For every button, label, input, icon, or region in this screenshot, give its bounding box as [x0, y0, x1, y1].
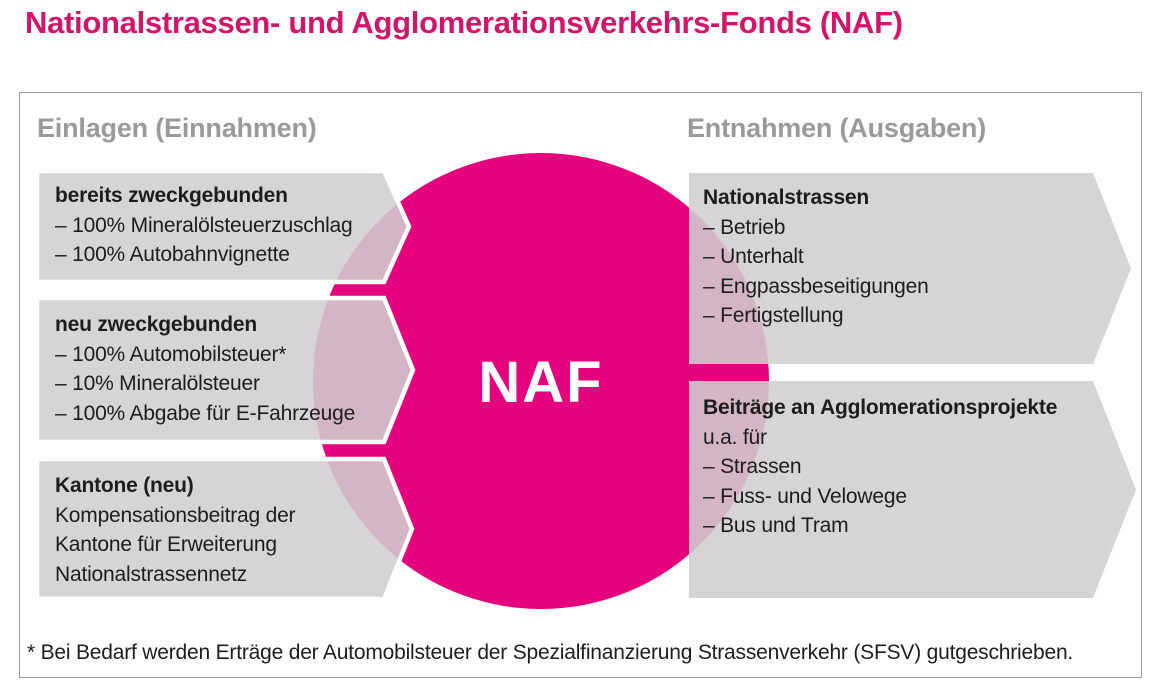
column-header-outflows: Entnahmen (Ausgaben) — [687, 113, 987, 143]
outflow-arrow-agglomerationsprojekte — [689, 381, 1136, 598]
outflow-arrow-nationalstrassen — [689, 173, 1131, 364]
box-line: – 100% Automobilsteuer* — [55, 342, 287, 366]
column-header-inflows: Einlagen (Einnahmen) — [37, 113, 317, 143]
box-line: – Bus und Tram — [703, 514, 849, 537]
box-line: – Fuss- und Velowege — [703, 484, 907, 508]
inflow-box-neu-zweckgebunden: neu zweckgebunden – 100% Automobilsteuer… — [55, 310, 355, 428]
outflow-box-nationalstrassen: Nationalstrassen – Betrieb – Unterhalt –… — [703, 183, 929, 331]
box-line: – 100% Abgabe für E-Fahrzeuge — [55, 401, 356, 425]
box-line: – Fertigstellung — [703, 304, 844, 327]
box-line: – Engpassbeseitigungen — [703, 274, 929, 298]
footnote: * Bei Bedarf werden Erträge der Automobi… — [27, 641, 1074, 664]
inflow-arrow-kantone — [34, 456, 415, 602]
box-line: u.a. für — [703, 425, 767, 449]
inflow-box-bereits-zweckgebunden: bereits zweckgebunden – 100% Mineralölst… — [55, 181, 353, 270]
page-title: Nationalstrassen- und Agglomerationsverk… — [25, 5, 903, 40]
box-title: neu zweckgebunden — [55, 313, 257, 336]
inflow-arrow-bereits-zweckgebunden — [34, 168, 412, 285]
outflow-box-agglomerationsprojekte: Beiträge an Agglomerationsprojekte u.a. … — [703, 393, 1057, 541]
box-line: – Strassen — [703, 455, 802, 478]
box-line: – 100% Mineralölsteuerzuschlag — [55, 213, 353, 237]
box-line: Kantone für Erweiterung — [55, 533, 277, 556]
box-line: Nationalstrassennetz — [55, 562, 248, 586]
box-title: Nationalstrassen — [703, 186, 870, 209]
naf-fund-circle — [313, 153, 769, 609]
diagram-panel: Einlagen (Einnahmen) Entnahmen (Ausgaben… — [19, 92, 1142, 678]
box-title: Kantone (neu) — [55, 474, 194, 497]
box-title: bereits zweckgebunden — [55, 184, 288, 207]
box-title: Beiträge an Agglomerationsprojekte — [703, 396, 1058, 419]
inflow-box-kantone: Kantone (neu) Kompensationsbeitrag der K… — [55, 471, 296, 589]
box-line: Kompensationsbeitrag der — [55, 503, 296, 527]
inflow-arrow-neu-zweckgebunden — [34, 295, 416, 445]
box-line: – 10% Mineralölsteuer — [55, 372, 260, 395]
diagram-shapes — [34, 153, 1136, 609]
box-line: – Betrieb — [703, 215, 786, 239]
naf-circle-label: NAF — [478, 349, 604, 415]
box-line: – 100% Autobahnvignette — [55, 243, 290, 266]
box-line: – Unterhalt — [703, 245, 804, 268]
